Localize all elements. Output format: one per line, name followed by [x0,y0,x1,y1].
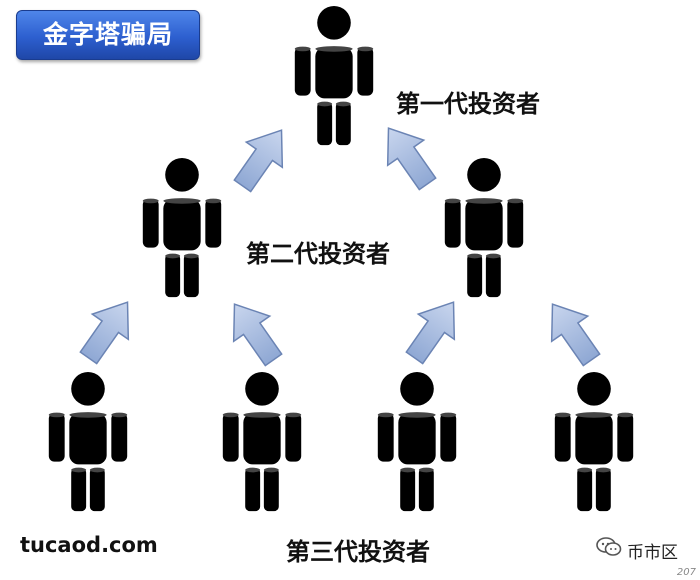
arrow-up-icon [550,303,601,367]
page-number: 207 [676,567,696,578]
person-icon-gen3-2 [222,372,302,512]
person-icon-gen1 [294,6,374,146]
generation-1-label: 第一代投资者 [396,89,540,118]
arrow-up-icon [405,301,456,365]
title-banner: 金字塔骗局 [16,10,200,60]
arrow-up-icon [79,301,130,365]
arrow-up-icon [386,127,437,191]
source-watermark: tucaod.com [20,533,158,557]
chat-icon [596,537,622,556]
arrow-up-icon [233,129,284,193]
person-icon-gen2-right [444,158,524,298]
account-watermark: 币市区 [627,543,678,563]
person-icon-gen3-1 [48,372,128,512]
person-icon-gen3-4 [554,372,634,512]
arrow-up-icon [232,303,283,367]
person-icon-gen2-left [142,158,222,298]
person-icon-gen3-3 [377,372,457,512]
generation-3-label: 第三代投资者 [286,537,430,566]
generation-2-label: 第二代投资者 [246,239,390,268]
